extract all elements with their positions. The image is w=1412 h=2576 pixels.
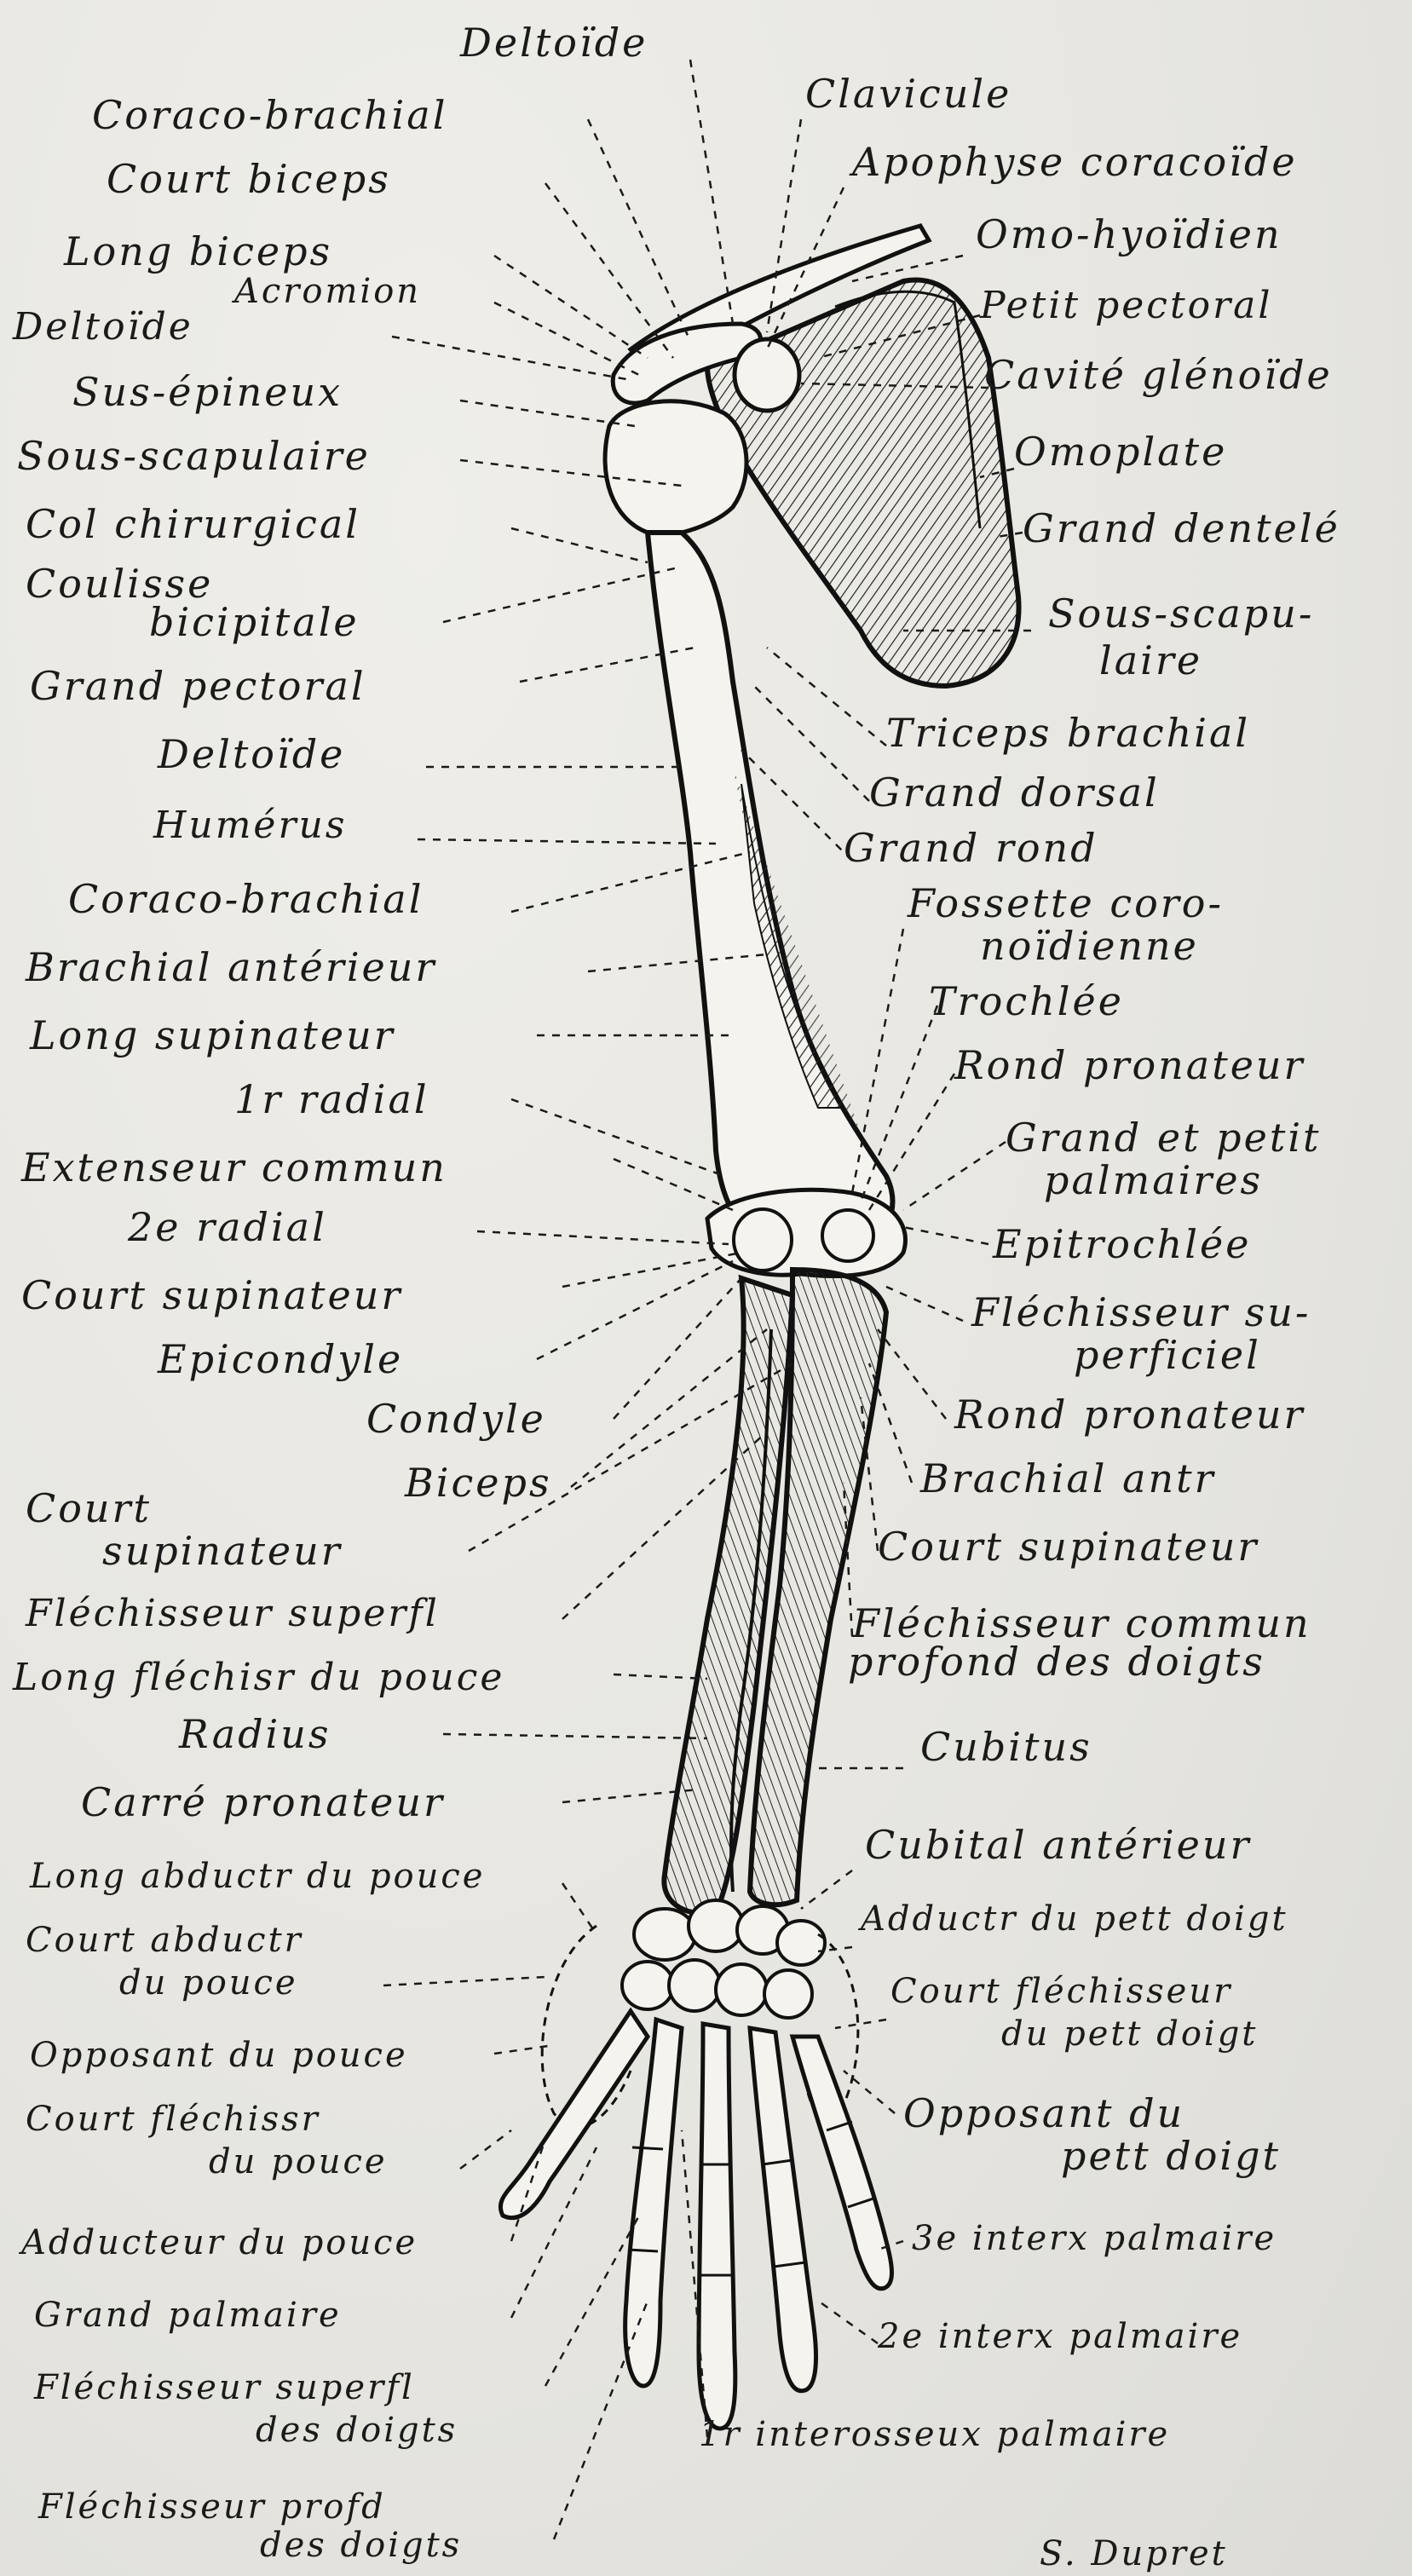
label-premier-radial: 1r radial	[234, 1078, 429, 1121]
label-flechisseur-superf: Fléchisseur superfl	[26, 1593, 440, 1634]
label-condyle: Condyle	[366, 1397, 546, 1440]
label-court-supinateur-r: Court supinateur	[878, 1525, 1259, 1568]
label-opposant-pet: Opposant du	[903, 2092, 1184, 2135]
label-cubital-anterieur: Cubital antérieur	[865, 1824, 1252, 1866]
label-long-abduct-pouce: Long abductr du pouce	[30, 1858, 485, 1895]
label-court-supinateur: Court supinateur	[21, 1274, 402, 1317]
label-bicipitale: bicipitale	[149, 601, 360, 643]
label-court-flechiss: Court fléchissr	[26, 2101, 320, 2138]
label-flechisseur-commun-2: profond des doigts	[848, 1640, 1265, 1683]
label-rond-pronateur-2: Rond pronateur	[954, 1393, 1305, 1436]
label-long-supinateur: Long supinateur	[30, 1014, 395, 1057]
label-brachial-ant: Brachial antr	[920, 1457, 1216, 1500]
label-flech-superf-doigts: Fléchisseur superfl	[34, 2369, 415, 2406]
label-sous-scapulaire: Sous-scapulaire	[17, 435, 371, 477]
label-col-chirurgical: Col chirurgical	[26, 503, 360, 545]
label-coraco-brachial: Coraco-brachial	[92, 94, 447, 136]
label-sous-scapulaire-r: Sous-scapu-	[1048, 592, 1314, 635]
label-grand-dorsal: Grand dorsal	[869, 771, 1160, 814]
carpal-bones	[622, 1900, 825, 2018]
label-deltoide-top: Deltoïde	[460, 21, 648, 64]
label-long-flechis-pouce: Long fléchisr du pouce	[13, 1657, 504, 1698]
label-brachial-anterieur: Brachial antérieur	[26, 946, 436, 988]
label-omoplate: Omoplate	[1014, 430, 1227, 473]
label-petit-pectoral: Petit pectoral	[980, 285, 1272, 326]
label-adducteur-pouce: Adducteur du pouce	[21, 2224, 418, 2262]
label-flech-prof-doigts: Fléchisseur profd	[38, 2488, 386, 2526]
label-deuxieme-inter: 2e interx palmaire	[878, 2318, 1242, 2355]
label-epicondyle: Epicondyle	[158, 1338, 403, 1380]
humerus-head	[605, 401, 746, 533]
label-grand-rond: Grand rond	[844, 827, 1098, 869]
label-court-flech-pet-2: du pett doigt	[1001, 2015, 1258, 2053]
label-triceps-brachial: Triceps brachial	[886, 712, 1250, 754]
label-premier-interosseux: 1r interosseux palmaire	[699, 2416, 1170, 2453]
label-carre-pronateur: Carré pronateur	[81, 1781, 445, 1824]
label-court-biceps: Court biceps	[107, 158, 391, 200]
label-trochlee: Trochlée	[929, 980, 1124, 1023]
label-epitrochlee: Epitrochlée	[993, 1223, 1251, 1265]
label-apophyse-coracoide: Apophyse coracoïde	[852, 141, 1298, 183]
label-grand-petit-palmaires-2: palmaires	[1044, 1159, 1263, 1202]
label-clavicule: Clavicule	[805, 72, 1011, 115]
label-deltoide-3: Deltoïde	[158, 733, 345, 775]
thumb-bones	[500, 2011, 648, 2218]
label-opposant-pet-2: pett doigt	[1061, 2135, 1281, 2177]
label-humerus: Humérus	[153, 805, 347, 846]
label-flechisseur-superficiel-2: perficiel	[1074, 1334, 1261, 1376]
label-flechisseur-superficiel: Fléchisseur su-	[971, 1291, 1311, 1334]
label-cubitus: Cubitus	[920, 1726, 1092, 1768]
label-opposant-pouce: Opposant du pouce	[30, 2037, 408, 2074]
label-flech-superf-doigts-2: des doigts	[256, 2412, 458, 2449]
label-biceps: Biceps	[405, 1461, 552, 1504]
label-deltoide-2: Deltoïde	[13, 307, 193, 348]
label-grand-pectoral: Grand pectoral	[30, 665, 366, 707]
label-omo-hyoidien: Omo-hyoïdien	[976, 213, 1282, 256]
label-extenseur-commun: Extenseur commun	[21, 1146, 447, 1189]
label-court-abduct: Court abductr	[26, 1922, 303, 1959]
label-grand-petit-palmaires: Grand et petit	[1006, 1116, 1322, 1159]
label-long-biceps: Long biceps	[64, 230, 332, 273]
artist-signature: S. Dupret	[1040, 2535, 1228, 2573]
label-flech-prof-doigts-2: des doigts	[260, 2527, 462, 2564]
label-court-flechiss-2: du pouce	[209, 2143, 388, 2181]
label-grand-dentele: Grand dentelé	[1023, 507, 1340, 550]
label-court-flech-pet: Court fléchisseur	[890, 1973, 1232, 2010]
label-fossette-2: noïdienne	[980, 925, 1199, 967]
label-sous-scapulaire-r-2: laire	[1099, 639, 1202, 682]
label-troisieme-inter: 3e interx palmaire	[912, 2220, 1277, 2257]
label-court: Court	[26, 1487, 152, 1530]
label-deuxieme-radial: 2e radial	[128, 1206, 327, 1248]
label-fossette: Fossette coro-	[908, 882, 1224, 925]
label-cavite-glenoide: Cavité glénoïde	[984, 354, 1333, 396]
label-acromion: Acromion	[234, 273, 421, 310]
label-supinateur: supinateur	[102, 1530, 343, 1572]
label-court-abduct-2: du pouce	[119, 1964, 298, 2002]
label-coraco-brachial-2: Coraco-brachial	[68, 878, 424, 920]
label-sus-epineux: Sus-épineux	[72, 371, 343, 413]
glenoid-cavity	[735, 339, 799, 411]
label-adduct-pet-doigt: Adductr du pett doigt	[861, 1900, 1288, 1938]
label-radius: Radius	[179, 1713, 331, 1755]
label-grand-palmaire: Grand palmaire	[34, 2297, 342, 2334]
label-rond-pronateur: Rond pronateur	[954, 1044, 1305, 1086]
